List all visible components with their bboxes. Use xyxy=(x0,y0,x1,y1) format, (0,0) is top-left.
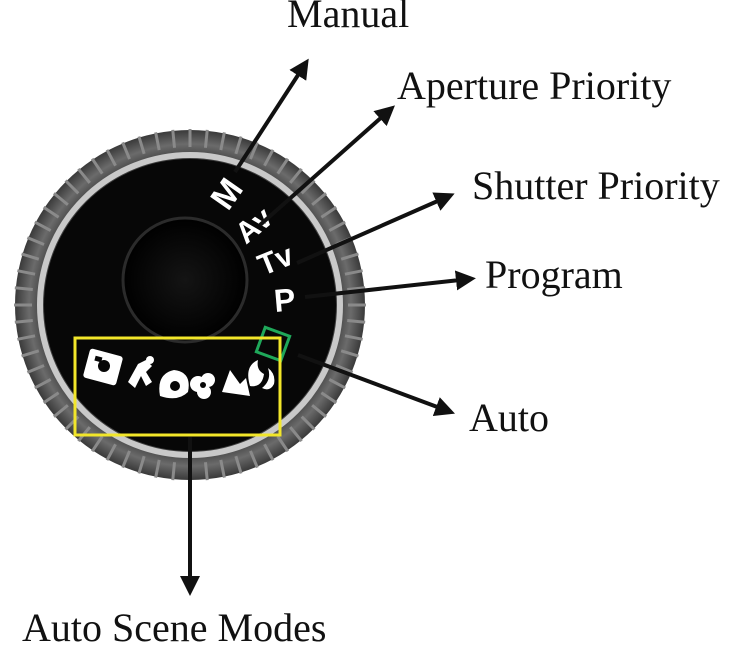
knurl-ridge xyxy=(121,141,131,160)
knurl-ridge xyxy=(154,459,161,478)
knurl-ridge xyxy=(300,179,316,195)
knurl-ridge xyxy=(121,450,131,469)
knurl-ridge xyxy=(21,349,40,358)
dial-mark-p: P xyxy=(272,281,296,319)
knurl-ridge xyxy=(320,391,338,405)
knurl-ridge xyxy=(26,236,45,246)
knurl-ridge xyxy=(234,455,243,474)
knurl-ridge xyxy=(137,455,146,474)
arrow-program xyxy=(304,270,476,299)
knurl-ridge xyxy=(64,179,80,195)
knurl-ridge xyxy=(17,334,36,341)
knurl-ridge xyxy=(90,157,104,175)
knurl-ridge xyxy=(335,364,354,374)
knurl-ridge xyxy=(14,286,33,292)
knurl-ridge xyxy=(90,435,104,453)
green-auto-square-icon xyxy=(254,325,292,363)
knurl-ridge xyxy=(171,462,177,481)
knurl-ridge xyxy=(137,136,146,155)
knurl-ridge xyxy=(42,391,60,405)
knurl-ridge xyxy=(276,435,290,453)
knurl-ridge xyxy=(289,167,303,184)
knurl-ridge xyxy=(347,286,366,292)
knurl-ridge xyxy=(234,136,243,155)
knurl-ridge xyxy=(219,459,226,478)
knurl-ridge xyxy=(219,132,226,151)
label-auto-scene-modes: Auto Scene Modes xyxy=(22,605,327,650)
night-portrait-icon xyxy=(248,360,275,390)
knurl-ridge xyxy=(263,443,275,461)
knurl-ridge xyxy=(105,149,117,167)
knurl-ridge xyxy=(311,192,328,206)
knurl-ridge xyxy=(105,443,117,461)
arrow-auto xyxy=(297,353,455,416)
knurl-ridge xyxy=(42,205,60,219)
arrow-shutter-priority xyxy=(296,192,455,265)
knurl-ridge xyxy=(14,318,33,324)
knurl-ridge xyxy=(340,252,359,261)
knurl-ridge xyxy=(34,220,52,232)
knurl-ridge xyxy=(154,132,161,151)
knurl-ridge xyxy=(276,157,290,175)
knurl-ridge xyxy=(26,364,45,374)
knurl-ridge xyxy=(34,378,52,390)
knurl-ridge xyxy=(203,462,209,481)
knurl-ridge xyxy=(328,220,346,232)
knurl-ridge xyxy=(17,269,36,276)
landscape-icon xyxy=(222,370,250,396)
dial-hub xyxy=(121,216,249,344)
scene-mode-icons xyxy=(83,348,275,399)
callout-arrows xyxy=(180,58,476,596)
label-program: Program xyxy=(485,252,623,297)
flower-icon xyxy=(190,373,215,399)
knurl-ridge xyxy=(340,349,359,358)
knurl-ridge xyxy=(311,404,328,418)
arrow-aperture-priority xyxy=(258,105,395,227)
knurl-ridge xyxy=(52,192,69,206)
knurl-ridge xyxy=(328,378,346,390)
auto-scene-highlight-box xyxy=(73,336,282,437)
knurl-ridge xyxy=(289,426,303,443)
knurl-ridge xyxy=(249,141,259,160)
arrow-manual xyxy=(233,58,309,174)
portrait-icon xyxy=(159,370,189,399)
camera-lens-icon xyxy=(83,348,123,386)
knurl-ridge xyxy=(347,318,366,324)
knurl-ridge xyxy=(249,450,259,469)
label-aperture-priority: Aperture Priority xyxy=(397,63,672,108)
knurl-ridge xyxy=(344,334,363,341)
label-shutter-priority: Shutter Priority xyxy=(472,163,720,208)
knurl-ridge xyxy=(77,167,91,184)
knurl-ridge xyxy=(300,415,316,431)
knurl-ridge xyxy=(320,205,338,219)
knurl-ridge xyxy=(21,252,40,261)
knurl-ridge xyxy=(263,149,275,167)
knurl-ridge xyxy=(171,129,177,148)
knurl-ridge xyxy=(52,404,69,418)
knurl-ridge xyxy=(344,269,363,276)
label-auto: Auto xyxy=(469,395,549,440)
running-person-icon xyxy=(128,356,154,388)
label-manual: Manual xyxy=(287,0,410,36)
knurl-ridge xyxy=(203,129,209,148)
